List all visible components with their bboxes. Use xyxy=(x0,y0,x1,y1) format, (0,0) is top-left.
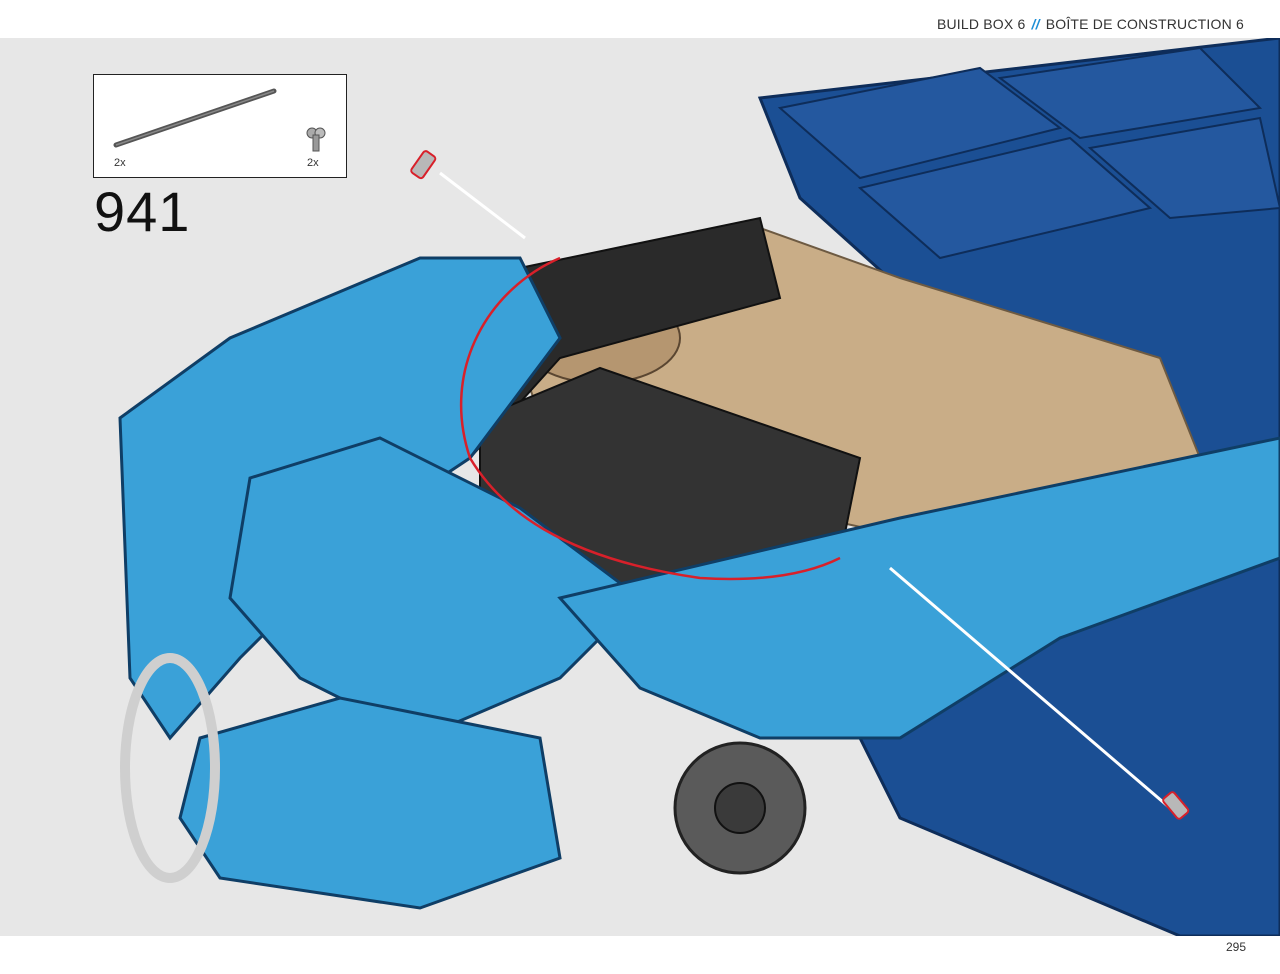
build-box-label-fr: BOÎTE DE CONSTRUCTION 6 xyxy=(1045,16,1244,32)
pin-connector-quantity: 2x xyxy=(307,157,319,169)
axle-quantity: 2x xyxy=(114,157,126,169)
front-bumper-light-blue xyxy=(178,696,562,910)
axle-icon xyxy=(113,88,277,148)
header-separator: // xyxy=(1031,16,1040,32)
instruction-canvas xyxy=(0,38,1280,936)
red-highlight-curve xyxy=(460,256,841,581)
build-box-label-en: BUILD BOX 6 xyxy=(936,16,1026,32)
hood-light-blue xyxy=(228,436,643,740)
step-number: 941 xyxy=(94,180,191,243)
arrow-line-top xyxy=(439,171,526,240)
car-model-illustration xyxy=(118,38,1280,936)
wheel-hub xyxy=(714,782,766,834)
page-header: BUILD BOX 6 // BOÎTE DE CONSTRUCTION 6 xyxy=(937,16,1244,32)
arrow-line-bottom xyxy=(889,566,1171,810)
roof-panels xyxy=(777,46,1280,260)
pin-connector-icon xyxy=(306,127,326,152)
page-number: 295 xyxy=(1225,940,1246,954)
parts-needed-box: 2x 2x xyxy=(93,74,347,178)
pin-part-bottom xyxy=(1162,791,1190,820)
pin-part-top xyxy=(410,150,437,180)
horseshoe-grille xyxy=(120,653,220,883)
side-light-blue xyxy=(557,436,1280,740)
